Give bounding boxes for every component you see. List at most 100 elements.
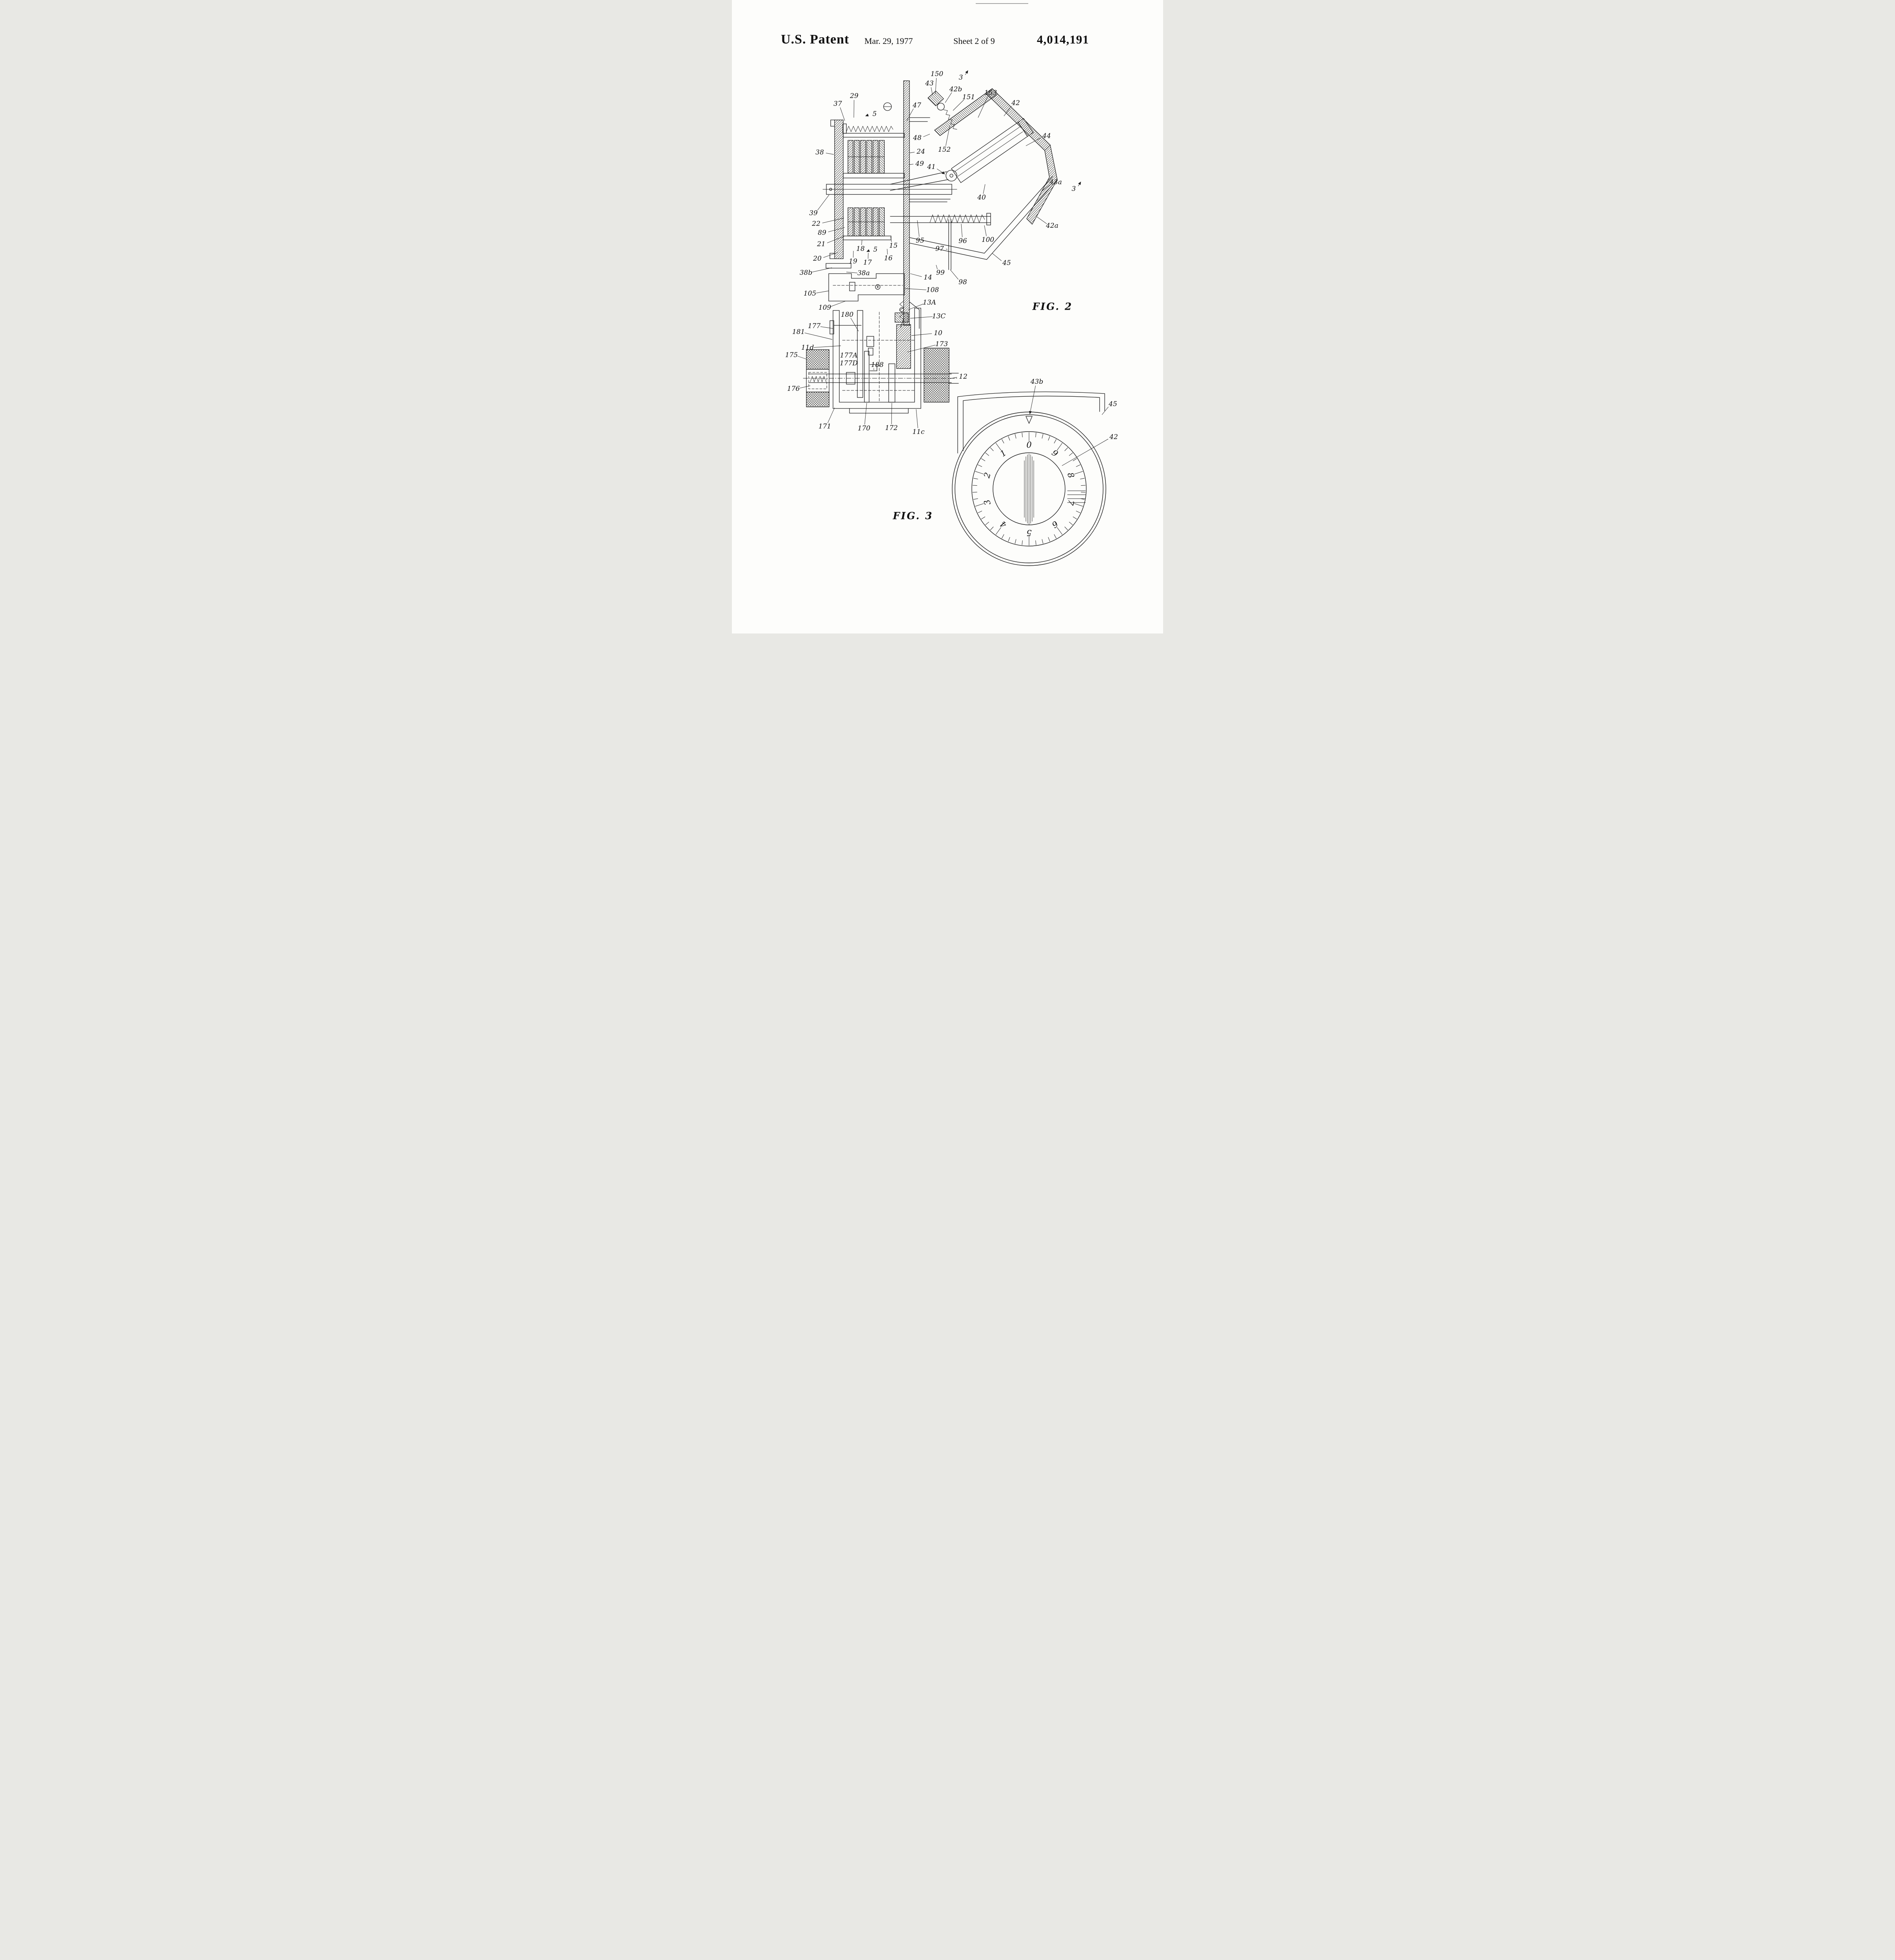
ref-label-109: 109 xyxy=(819,304,831,312)
leader-line-48 xyxy=(923,134,930,137)
leader-line-11d xyxy=(813,345,841,348)
dial-number-9: 9 xyxy=(1050,448,1060,459)
leader-line-105 xyxy=(816,290,829,294)
dial-tick xyxy=(1064,526,1068,530)
dial-number-0: 0 xyxy=(1026,440,1031,450)
ref-label-105: 105 xyxy=(804,290,816,298)
dial-tick xyxy=(975,503,984,506)
leader-line-21 xyxy=(827,236,845,243)
dial-tick xyxy=(1048,537,1050,542)
dial-number-7: 7 xyxy=(1065,499,1076,507)
leader-line-41 xyxy=(937,169,945,174)
ref-label-96: 96 xyxy=(958,237,967,245)
ref-label-39: 39 xyxy=(809,209,818,217)
dial-tick xyxy=(1073,458,1077,461)
ref-label-37: 37 xyxy=(833,100,842,108)
dial-tick xyxy=(973,478,978,479)
leader-line-42 xyxy=(1004,106,1012,116)
figure-caption: FIG. 2 xyxy=(1032,301,1073,312)
ref-label-47: 47 xyxy=(912,102,921,109)
latch-43 xyxy=(928,91,944,106)
ref-label-176: 176 xyxy=(787,385,800,393)
ref-label-42: 42 xyxy=(1109,433,1118,441)
ref-label-153: 153 xyxy=(984,89,997,97)
ref-label-108: 108 xyxy=(926,286,939,294)
dial-tick xyxy=(990,526,994,530)
dial-tick xyxy=(1002,534,1004,539)
dial-ring xyxy=(971,431,1087,546)
leader-line-47 xyxy=(906,109,914,121)
dial-tick xyxy=(975,471,984,474)
ref-label-99: 99 xyxy=(936,269,945,277)
leader-line-49 xyxy=(909,164,914,165)
leader-line-42b xyxy=(945,92,952,103)
leader-line-99 xyxy=(936,265,938,270)
leader-line-177 xyxy=(820,326,833,329)
patent-title: U.S. Patent xyxy=(781,32,849,47)
sheet-indicator: Sheet 2 of 9 xyxy=(953,36,995,46)
dial-tick xyxy=(1080,478,1085,479)
leader-line-95 xyxy=(917,220,920,237)
spring-100 xyxy=(929,214,985,223)
dial-tick xyxy=(1057,527,1063,535)
leader-line-108 xyxy=(905,288,927,290)
leader-line-24 xyxy=(909,152,915,153)
patent-number: 4,014,191 xyxy=(1037,33,1089,46)
fig2-mechanism-drawing xyxy=(803,80,1058,414)
dial-tick xyxy=(981,516,986,519)
dial-tick xyxy=(1076,465,1080,467)
ref-label-20: 20 xyxy=(813,255,822,263)
leader-line-109 xyxy=(831,301,846,307)
leader-line-10 xyxy=(911,333,932,336)
dial-tick xyxy=(985,452,989,456)
dial-tick xyxy=(1042,539,1044,544)
dial-number-5: 5 xyxy=(1026,528,1031,537)
ref-label-22: 22 xyxy=(811,220,820,228)
dial-tick xyxy=(1002,439,1004,443)
ref-label-29: 29 xyxy=(849,92,859,100)
dial-tick xyxy=(1008,436,1010,441)
ref-label-42b: 42b xyxy=(949,85,962,93)
leader-line-39 xyxy=(817,194,830,211)
leader-line-5 xyxy=(865,114,869,116)
figure-caption: FIG. 3 xyxy=(893,510,933,522)
dial-number-1: 1 xyxy=(998,448,1008,459)
ref-label-42: 42 xyxy=(1011,99,1020,107)
ref-label-40: 40 xyxy=(977,194,986,201)
leader-line-173 xyxy=(907,345,936,352)
dial-number-8: 8 xyxy=(1065,471,1076,479)
ref-label-177D: 177D xyxy=(840,359,858,367)
leader-line-38b xyxy=(812,267,832,272)
leader-line-40 xyxy=(983,184,986,194)
leader-line-42a xyxy=(1036,216,1047,224)
ref-label-17: 17 xyxy=(863,259,872,267)
dial-number-3: 3 xyxy=(982,499,993,506)
ref-label-45: 45 xyxy=(1108,400,1117,408)
dial-tick xyxy=(978,511,982,513)
ref-label-43a: 43a xyxy=(1049,178,1062,186)
ref-label-152: 152 xyxy=(938,146,951,154)
leader-line-153 xyxy=(978,96,988,118)
ref-label-10: 10 xyxy=(934,329,942,337)
dial-tick xyxy=(1074,471,1083,474)
ref-label-43b: 43b xyxy=(1030,378,1044,386)
left-housing xyxy=(822,120,958,269)
ref-label-97: 97 xyxy=(935,245,944,253)
leader-line-171 xyxy=(827,407,835,423)
ref-label-21: 21 xyxy=(817,240,826,248)
center-shading xyxy=(1024,454,1034,525)
ref-label-177: 177 xyxy=(808,322,821,330)
ref-label-48: 48 xyxy=(913,134,922,142)
ref-label-38a: 38a xyxy=(857,269,870,277)
leader-line-13A xyxy=(908,303,924,310)
leader-line-20 xyxy=(823,252,838,258)
ref-label-15: 15 xyxy=(889,242,898,250)
leader-line-151 xyxy=(953,100,964,111)
rod-and-spring xyxy=(890,213,991,270)
spring-176 xyxy=(810,376,826,383)
dial-number-2: 2 xyxy=(982,471,993,479)
dial-tick xyxy=(1054,534,1056,539)
